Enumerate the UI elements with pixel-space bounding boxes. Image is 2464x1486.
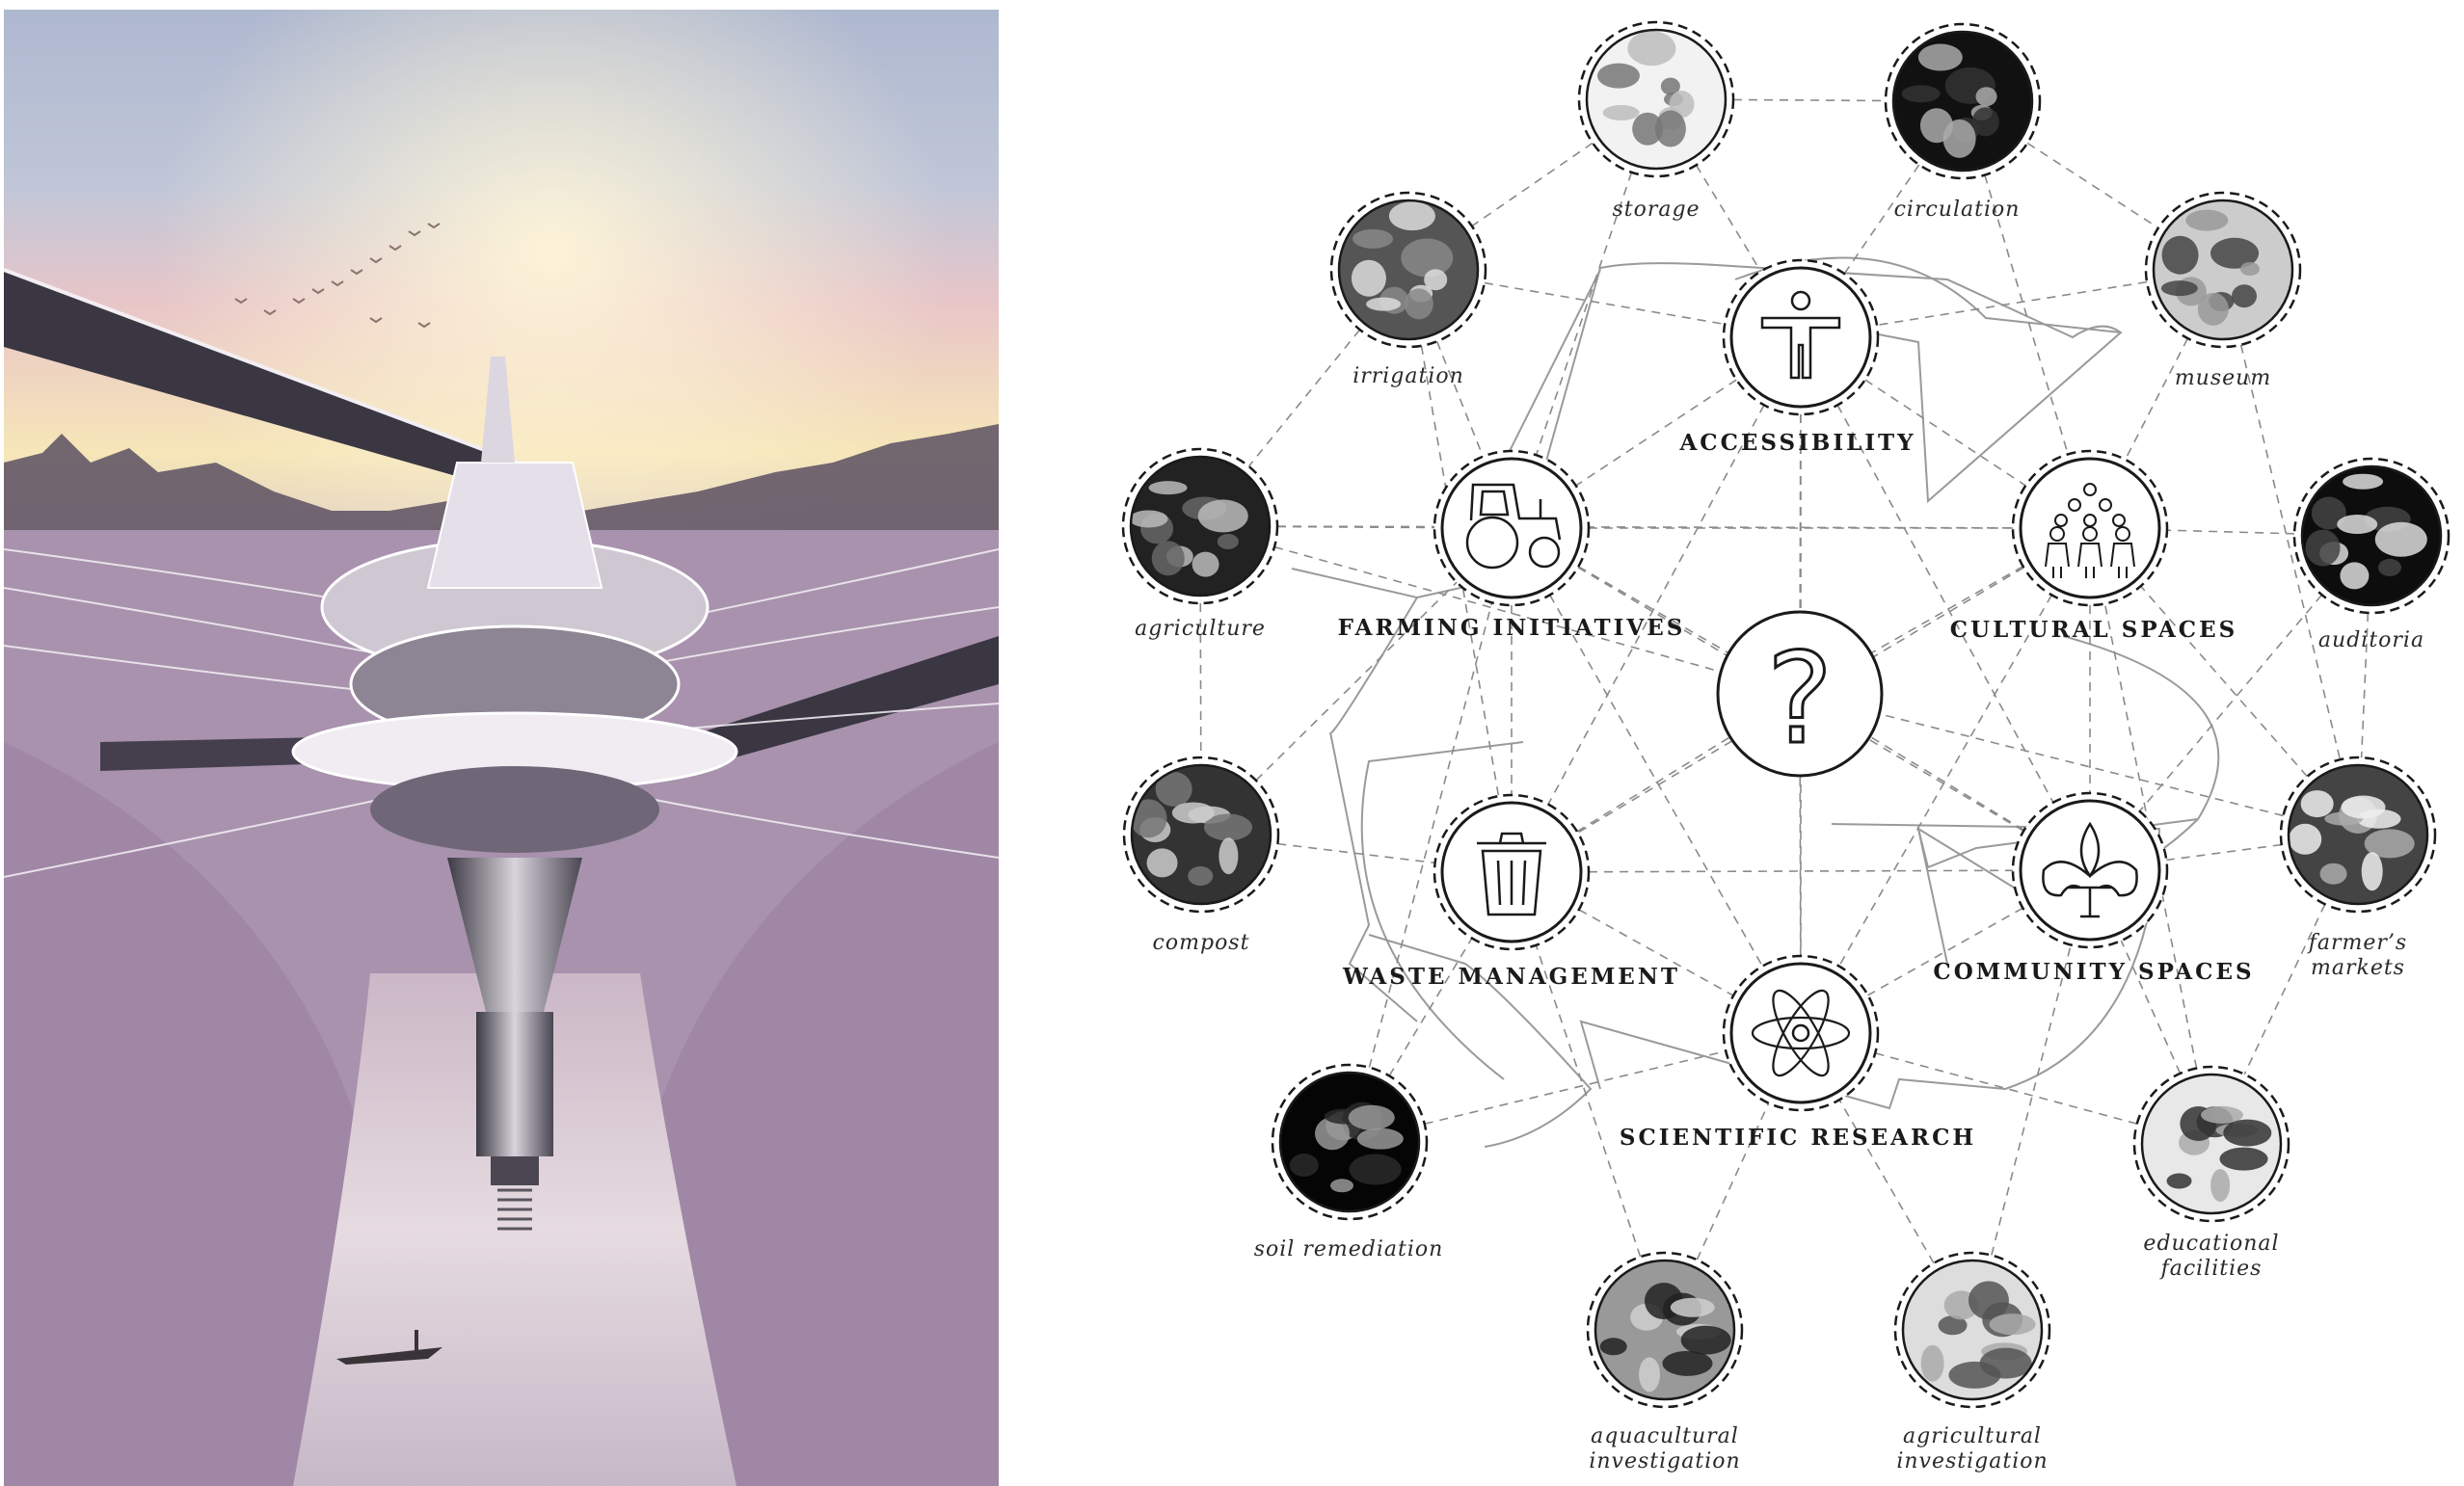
photo-thumbnail: [1131, 457, 1270, 596]
connection-line: [2222, 269, 2359, 836]
photo-node-agriculture: [1121, 447, 1279, 605]
node-inner-ring: [1729, 266, 1872, 409]
question-mark-icon: ?: [1767, 625, 1834, 772]
photo-thumbnail: [1903, 1260, 2042, 1399]
connection-line: [1511, 527, 2091, 871]
people-group-icon: [2045, 483, 2135, 578]
label-farming-initiatives: FARMING INITIATIVES: [1337, 615, 1686, 641]
label-community-spaces: COMMUNITY SPACES: [1933, 959, 2255, 985]
photo-thumbnail: [2302, 466, 2441, 605]
photo-thumbnail: [1339, 200, 1478, 339]
photo-node-soil: [1271, 1063, 1429, 1221]
atom-icon: [1751, 989, 1851, 1077]
connection-line: [1349, 527, 1513, 1143]
connection-line: [1407, 269, 1513, 873]
label-auditoria: auditoria: [2317, 628, 2425, 652]
concept-illustration: [4, 10, 999, 1486]
node-farming: [1433, 449, 1591, 607]
connection-line: [1511, 869, 2091, 873]
photo-node-compost: [1122, 756, 1280, 914]
label-irrigation: irrigation: [1353, 364, 1464, 388]
label-agriculture: agriculture: [1135, 617, 1266, 641]
label-storage: storage: [1612, 198, 1701, 222]
photo-thumbnail: [2154, 200, 2292, 339]
photo-thumbnail: [1280, 1073, 1419, 1211]
fleur-de-lis-icon: [2042, 821, 2138, 918]
connection-line: [1511, 336, 1802, 529]
label-compost: compost: [1152, 931, 1250, 955]
photo-node-aquacultural: [1586, 1251, 1744, 1409]
photo-thumbnail: [1595, 1260, 1734, 1399]
connection-line: [1971, 869, 2091, 1331]
label-cultural-spaces: CULTURAL SPACES: [1949, 617, 2238, 643]
photo-node-irrigation: [1329, 191, 1487, 349]
label-waste-management: WASTE MANAGEMENT: [1343, 964, 1680, 990]
photo-node-educational: [2132, 1065, 2290, 1223]
connection-line: [1799, 693, 2359, 836]
photo-thumbnail: [1587, 30, 1726, 169]
connection-line: [2089, 535, 2372, 871]
label-scientific-research: SCIENTIFIC RESEARCH: [1619, 1125, 1977, 1151]
photo-node-agricultural: [1893, 1251, 2051, 1409]
node-inner-ring: [1729, 962, 1872, 1104]
connection-line: [1199, 525, 2091, 529]
connection-line: [1511, 527, 1802, 1034]
label-accessibility: ACCESSIBILITY: [1679, 430, 1916, 456]
connection-line: [1511, 336, 1802, 873]
center-node: ?: [1716, 610, 1884, 778]
node-waste: [1433, 793, 1591, 951]
photo-node-markets: [2279, 756, 2437, 914]
connection-line: [1199, 525, 1801, 695]
connection-line: [1511, 871, 1666, 1331]
connection-line: [1800, 336, 2091, 529]
photo-node-storage: [1577, 20, 1735, 178]
photo-thumbnail: [1893, 32, 2032, 171]
photo-node-circulation: [1884, 22, 2042, 180]
connection-line: [1200, 527, 1513, 836]
label-soil-remediation: soil remediation: [1253, 1237, 1444, 1261]
node-inner-ring: [2019, 799, 2161, 942]
connection-line: [1800, 336, 2091, 871]
node-accessibility: [1722, 258, 1880, 416]
program-node-circles: [1433, 258, 2169, 1112]
center-circle: [1716, 610, 1884, 778]
person-icon: [1760, 290, 1841, 380]
connection-line: [1511, 527, 2091, 873]
tractor-icon: [1465, 483, 1562, 570]
photo-node-circles: [1121, 20, 2451, 1409]
label-circulation: circulation: [1893, 198, 2021, 222]
photo-node-museum: [2144, 191, 2302, 349]
illustration-canvas: [4, 10, 999, 1486]
photo-node-auditoria: [2292, 457, 2451, 615]
photo-thumbnail: [2142, 1075, 2281, 1213]
photo-thumbnail: [1132, 765, 1271, 904]
photo-thumbnail: [2289, 765, 2427, 904]
node-community: [2011, 791, 2169, 949]
connection-line: [1800, 527, 2091, 1034]
trash-can-icon: [1477, 832, 1546, 916]
node-science: [1722, 954, 1880, 1112]
node-cultural: [2011, 449, 2169, 607]
label-museum: museum: [2174, 366, 2272, 390]
